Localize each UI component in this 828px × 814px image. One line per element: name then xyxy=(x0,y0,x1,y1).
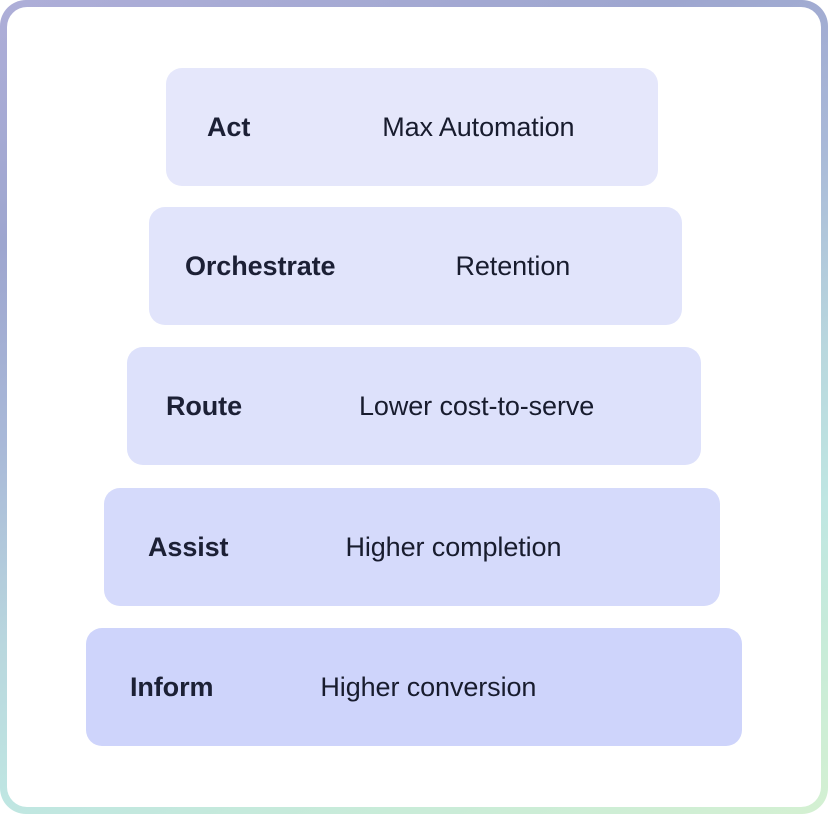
funnel-stage-list: Act Max Automation Orchestrate Retention… xyxy=(7,7,821,807)
stage-outcome-route: Lower cost-to-serve xyxy=(359,390,595,421)
funnel-stage-inform[interactable]: Inform Higher conversion xyxy=(86,628,742,746)
funnel-card-surface: Act Max Automation Orchestrate Retention… xyxy=(7,7,821,807)
funnel-stage-route[interactable]: Route Lower cost-to-serve xyxy=(127,347,701,465)
funnel-stage-assist[interactable]: Assist Higher completion xyxy=(104,488,720,606)
stage-name-assist: Assist xyxy=(148,531,229,562)
funnel-stage-orchestrate[interactable]: Orchestrate Retention xyxy=(149,207,682,325)
funnel-stage-act[interactable]: Act Max Automation xyxy=(166,68,658,186)
stage-name-orchestrate: Orchestrate xyxy=(185,250,336,281)
stage-outcome-act: Max Automation xyxy=(382,111,575,142)
stage-name-act: Act xyxy=(207,111,251,142)
stage-name-inform: Inform xyxy=(130,671,214,702)
stage-outcome-assist: Higher completion xyxy=(345,531,562,562)
stage-outcome-orchestrate: Retention xyxy=(455,250,571,281)
stage-outcome-inform: Higher conversion xyxy=(320,671,537,702)
stage-name-route: Route xyxy=(166,390,242,421)
